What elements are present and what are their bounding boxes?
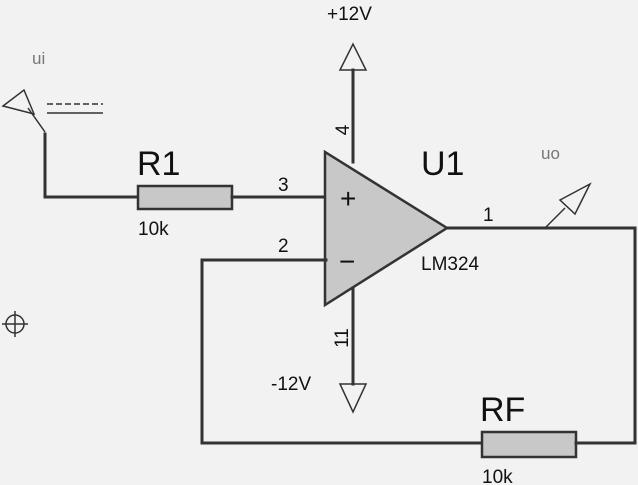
output-probe-arrow-icon [558,182,592,216]
opamp-u1[interactable] [323,149,450,308]
pin-11-label: 11 [332,328,353,348]
output-probe[interactable] [544,182,592,229]
resistor-rf[interactable] [480,430,578,459]
output-feedback-wire [445,226,637,445]
input-probe[interactable] [1,88,103,133]
pin-1-label: 1 [483,205,494,226]
input-wire [43,132,139,199]
input-probe-stem [27,107,46,133]
input-probe-label: ui [32,49,45,68]
output-probe-stem [544,207,566,229]
r1-value-label: 10k [138,219,169,240]
rf-ref-label: RF [480,391,525,429]
pin-3-label: 3 [278,175,289,196]
crosshair-icon [2,311,28,337]
feedback-left-wire [200,258,484,445]
opamp-part-label: LM324 [421,254,480,275]
opamp-minus-sign: − [339,246,355,277]
vpos-arrow-icon[interactable] [338,42,368,71]
r1-ref-label: R1 [137,145,180,183]
vneg-label: -12V [271,374,311,395]
pin-4-label: 4 [333,124,354,135]
pin-2-label: 2 [278,236,289,257]
vpos-label: +12V [327,4,372,25]
rf-value-label: 10k [482,467,513,485]
input-probe-arrow-icon [1,88,36,116]
resistor-r1[interactable] [136,184,234,211]
opamp-ref-label: U1 [421,145,464,183]
vneg-arrow-icon[interactable] [338,383,368,414]
output-probe-label: uo [541,144,560,163]
opamp-plus-sign: + [340,183,356,214]
